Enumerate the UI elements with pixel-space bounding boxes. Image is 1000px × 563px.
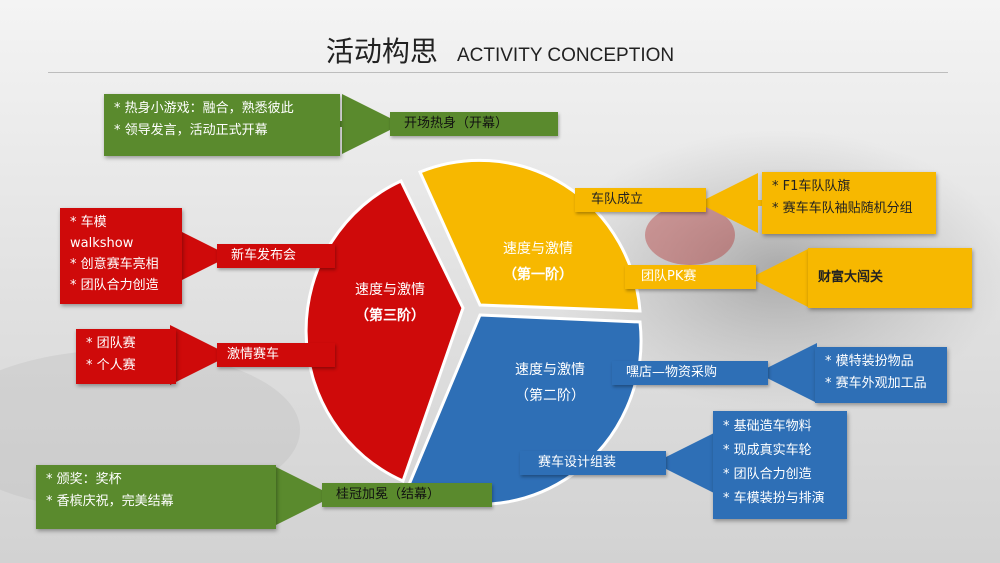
title-main: 活动构思 bbox=[325, 35, 438, 68]
race-detail-2: * 个人赛 bbox=[86, 358, 136, 373]
launch-detail-3: * 创意赛车亮相 bbox=[70, 257, 159, 272]
box-team-pk-details: 财富大闯关 bbox=[808, 248, 972, 308]
team-setup-detail-2: * 赛车车队袖贴随机分组 bbox=[772, 201, 913, 216]
phase3-stage: （第三阶） bbox=[355, 308, 425, 324]
launch-detail-4: * 团队合力创造 bbox=[70, 278, 159, 293]
phase1-stage: （第一阶） bbox=[503, 267, 573, 283]
launch-detail-2: walkshow bbox=[70, 236, 134, 251]
phase2-title: 速度与激情 bbox=[515, 362, 585, 378]
box-launch-details: * 车模 walkshow * 创意赛车亮相 * 团队合力创造 bbox=[60, 208, 182, 304]
phase3-title: 速度与激情 bbox=[355, 282, 425, 298]
phase1-title: 速度与激情 bbox=[503, 241, 573, 257]
box-shop-details: * 模特装扮物品 * 赛车外观加工品 bbox=[815, 347, 947, 403]
team-pk-detail-1: 财富大闯关 bbox=[818, 270, 884, 285]
phase2-stage: （第二阶） bbox=[515, 388, 585, 404]
label-team-pk: 团队PK赛 bbox=[625, 265, 756, 289]
label-opening: 开场热身（开幕） bbox=[390, 112, 558, 136]
title-divider bbox=[48, 72, 948, 73]
box-crowning-details: * 颁奖：奖杯 * 香槟庆祝，完美结幕 bbox=[36, 465, 276, 529]
design-detail-1: * 基础造车物料 bbox=[723, 419, 812, 434]
box-opening-details: * 热身小游戏：融合，熟悉彼此 * 领导发言，活动正式开幕 bbox=[104, 94, 340, 156]
opening-detail-1: * 热身小游戏：融合，熟悉彼此 bbox=[114, 101, 294, 116]
shop-detail-2: * 赛车外观加工品 bbox=[825, 376, 927, 391]
label-new-car-launch: 新车发布会 bbox=[217, 244, 335, 268]
crowning-detail-2: * 香槟庆祝，完美结幕 bbox=[46, 494, 174, 509]
race-detail-1: * 团队赛 bbox=[86, 336, 136, 351]
design-detail-3: * 团队合力创造 bbox=[723, 467, 812, 482]
label-passion-race: 激情赛车 bbox=[217, 343, 335, 367]
phase3-text: 速度与激情 （第三阶） bbox=[320, 277, 460, 329]
shop-detail-1: * 模特装扮物品 bbox=[825, 354, 914, 369]
box-team-setup-details: * F1车队队旗 * 赛车车队袖贴随机分组 bbox=[762, 172, 936, 234]
design-detail-4: * 车模装扮与排演 bbox=[723, 491, 825, 506]
page-title: 活动构思 ACTIVITY CONCEPTION bbox=[0, 30, 1000, 70]
phase1-text: 速度与激情 （第一阶） bbox=[468, 236, 608, 288]
label-shop-purchase: 嘿店—物资采购 bbox=[612, 361, 768, 385]
label-car-design: 赛车设计组装 bbox=[520, 451, 666, 475]
label-team-setup: 车队成立 bbox=[575, 188, 706, 212]
launch-detail-1: * 车模 bbox=[70, 215, 107, 230]
design-detail-2: * 现成真实车轮 bbox=[723, 443, 812, 458]
title-subtitle: ACTIVITY CONCEPTION bbox=[456, 45, 675, 66]
box-race-details: * 团队赛 * 个人赛 bbox=[76, 329, 176, 384]
phase2-text: 速度与激情 （第二阶） bbox=[480, 357, 620, 409]
box-design-details: * 基础造车物料 * 现成真实车轮 * 团队合力创造 * 车模装扮与排演 bbox=[713, 411, 847, 519]
team-setup-detail-1: * F1车队队旗 bbox=[772, 179, 851, 194]
pie-slice-phase3 bbox=[304, 179, 465, 484]
label-crowning: 桂冠加冕（结幕） bbox=[322, 483, 492, 507]
crowning-detail-1: * 颁奖：奖杯 bbox=[46, 472, 122, 487]
opening-detail-2: * 领导发言，活动正式开幕 bbox=[114, 123, 268, 138]
